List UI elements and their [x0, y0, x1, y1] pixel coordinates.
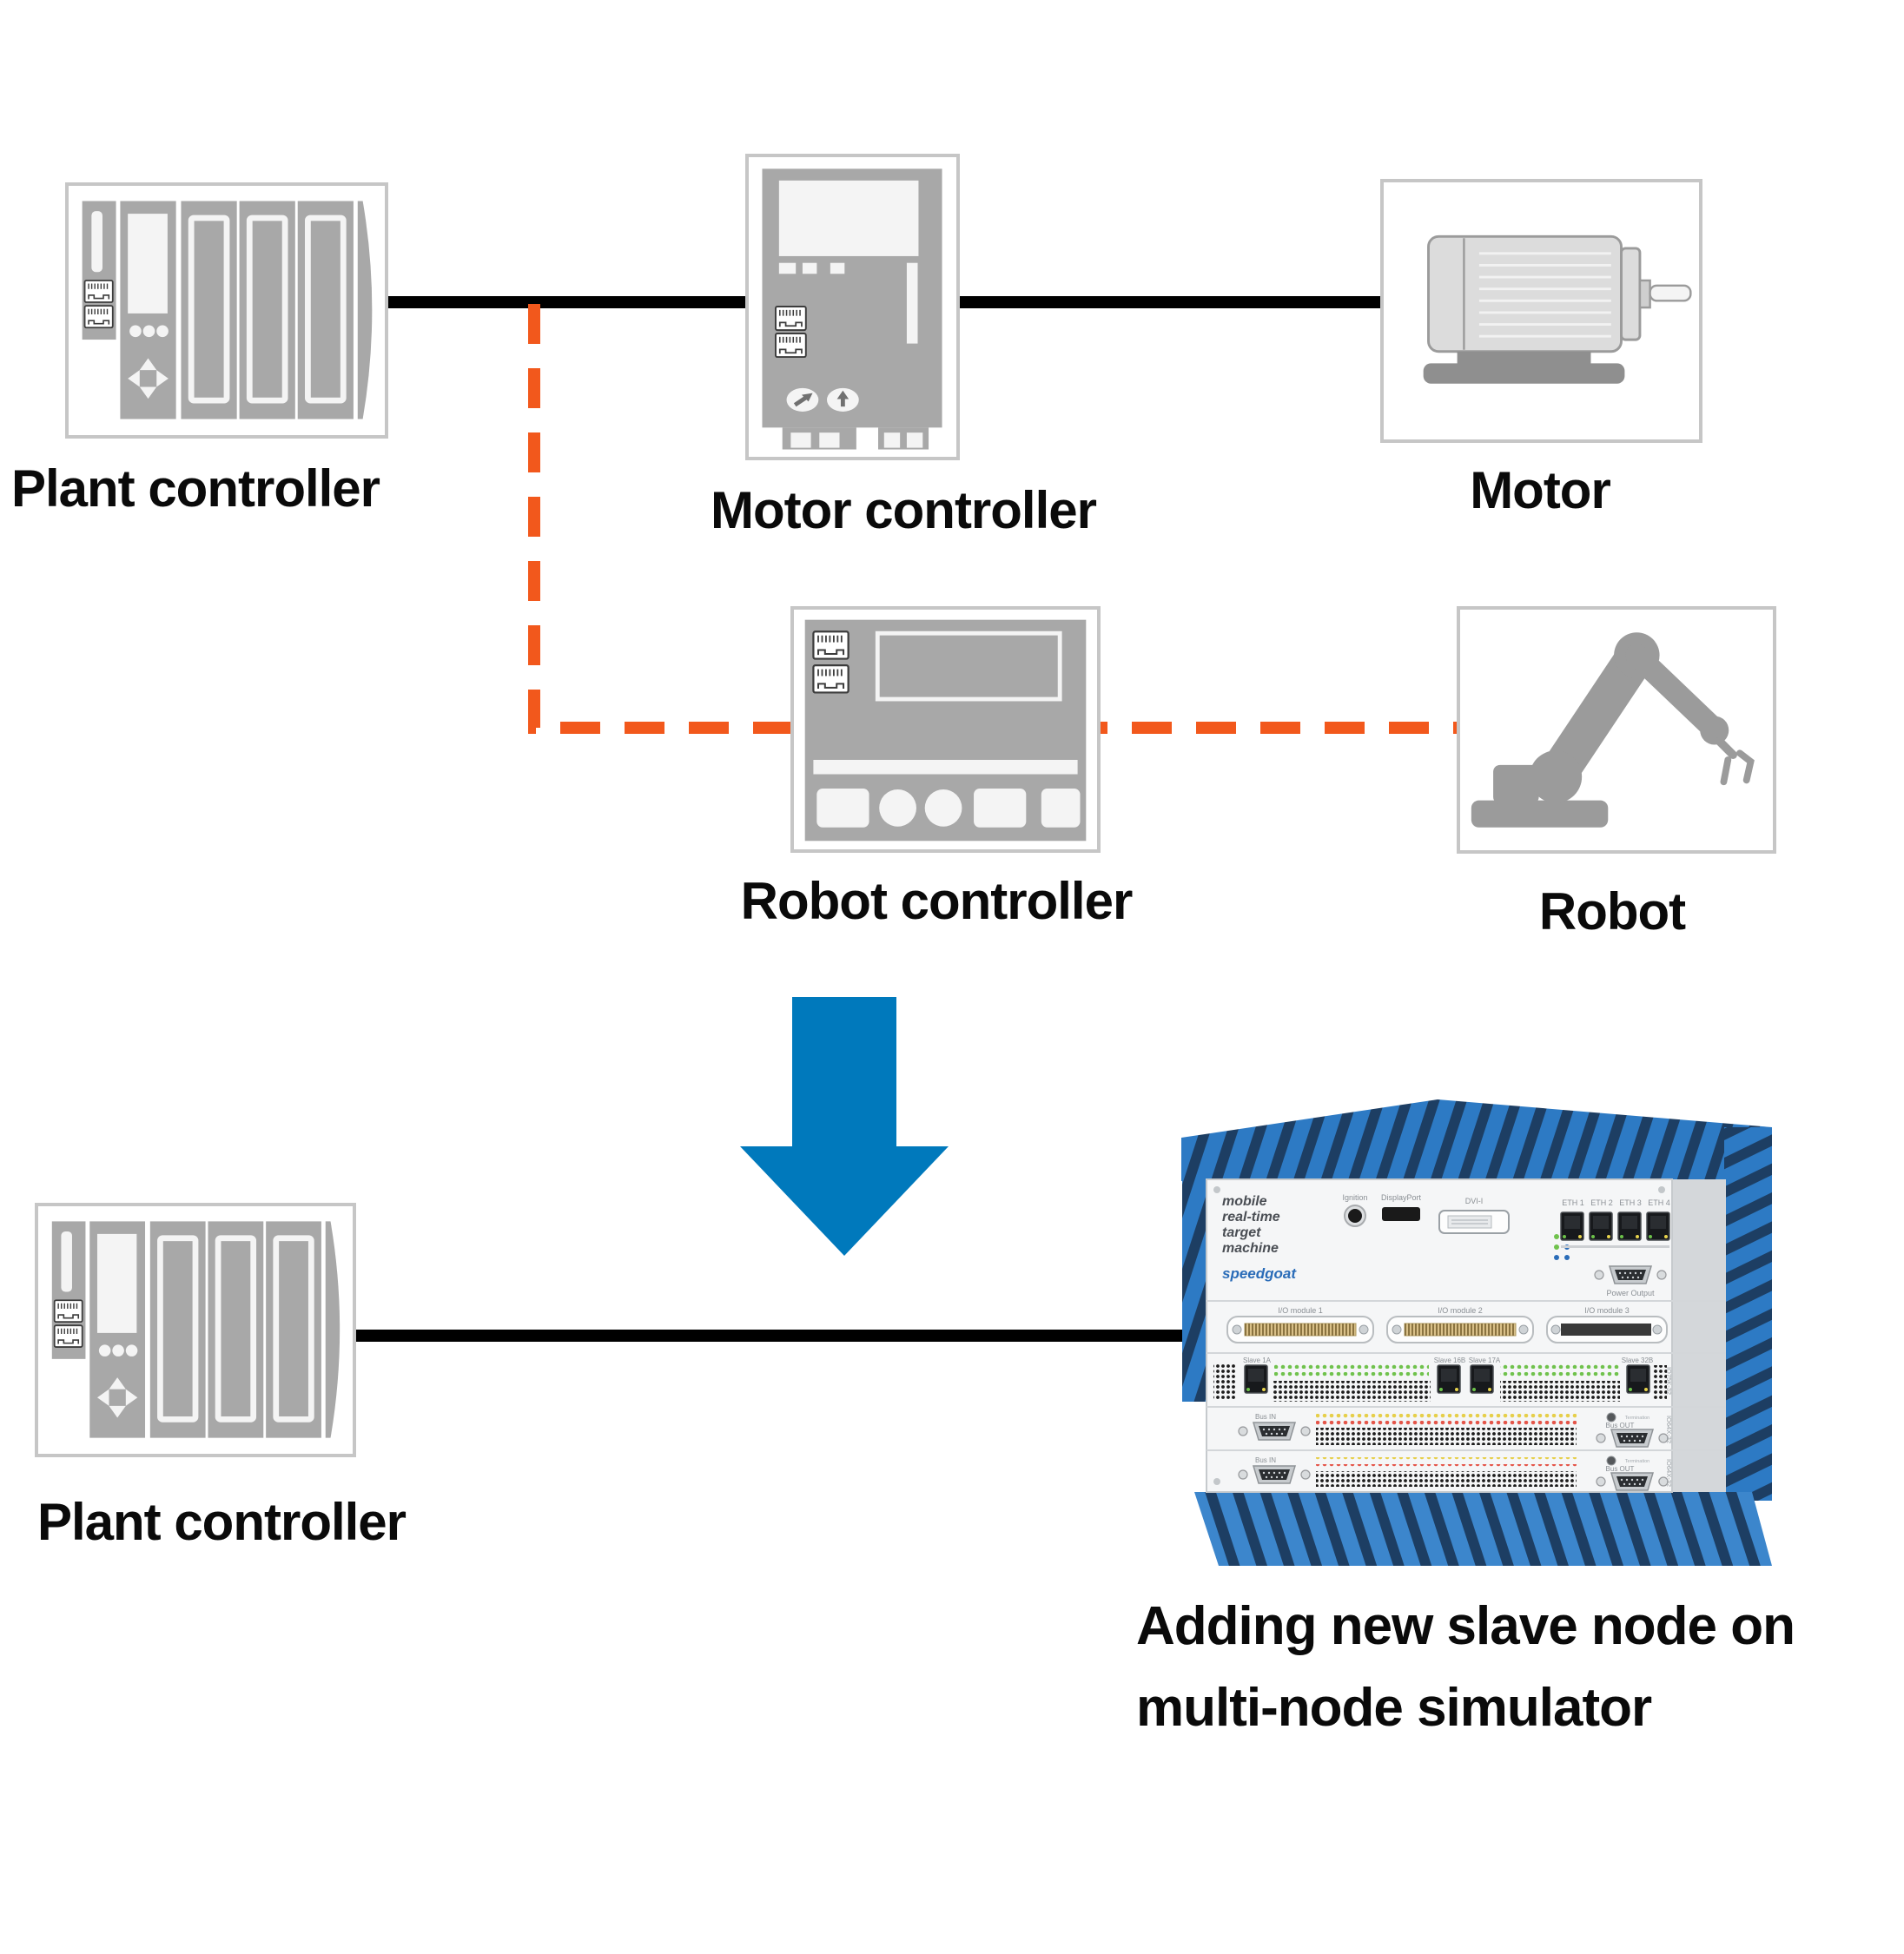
io-module1-label: I/O module 1 [1278, 1306, 1323, 1315]
branding-line1: mobile [1222, 1194, 1267, 1209]
eth4-label: ETH 4 [1648, 1198, 1670, 1207]
bus1-vent [1316, 1428, 1577, 1445]
plc-illustration [69, 186, 385, 435]
vent-right [1653, 1365, 1667, 1400]
vent-mid [1273, 1381, 1431, 1402]
displayport-label: DisplayPort [1381, 1193, 1422, 1202]
bus-panel-1: Bus IN Bus OUT Termination IO64X-32 [1238, 1412, 1673, 1448]
simulator-illustration: mobile real-time target machine speedgoa… [1181, 1099, 1772, 1566]
slave16b-label: Slave 16B [1434, 1357, 1465, 1364]
ignition-label: Ignition [1342, 1193, 1367, 1202]
bus-line-motorcontroller-to-motor [958, 296, 1382, 308]
slave32b-label: Slave 32B [1622, 1357, 1653, 1364]
motor-controller-label: Motor controller [711, 481, 1097, 539]
bus-panel-2: Bus IN Bus OUT Termination IO64X-32 [1238, 1456, 1673, 1491]
eth1-label: ETH 1 [1562, 1198, 1584, 1207]
heatsink-fins [1181, 1099, 1772, 1566]
io-module3-label: I/O module 3 [1584, 1306, 1630, 1315]
robot-controller-box [790, 606, 1101, 853]
eth4-port [1646, 1211, 1670, 1241]
eth3-port [1617, 1211, 1642, 1241]
bus2-out-label: Bus OUT [1606, 1465, 1635, 1473]
displayport-connector [1382, 1207, 1420, 1221]
plant-controller-bottom-label: Plant controller [36, 1493, 407, 1551]
down-arrow [740, 997, 949, 1256]
plant-controller-bottom-box [35, 1203, 356, 1457]
cpu-panel: mobile real-time target machine speedgoa… [1222, 1193, 1670, 1297]
plant-controller-top-box [65, 182, 388, 439]
plc-illustration-bottom [38, 1206, 353, 1454]
motor-label: Motor [1470, 461, 1611, 519]
robot-controller-illustration [794, 610, 1097, 849]
eth1-port [1560, 1211, 1584, 1241]
plant-controller-top-label: Plant controller [10, 459, 380, 518]
speedgoat-logo: speedgoat [1222, 1265, 1297, 1282]
slave17a-port [1470, 1364, 1494, 1394]
eth-fineprint [1561, 1245, 1669, 1248]
bus2-termination-label: Termination [1625, 1459, 1649, 1464]
bus1-module-code: IO64X-32 [1665, 1416, 1673, 1443]
slave1a-port [1244, 1364, 1268, 1394]
caption-line2: multi-node simulator [1136, 1678, 1652, 1738]
io-module-panel: I/O module 1 I/O module 2 I/O module 3 [1226, 1306, 1668, 1343]
eth2-label: ETH 2 [1590, 1198, 1613, 1207]
bus1-out-label: Bus OUT [1606, 1422, 1635, 1429]
branding-line4: machine [1222, 1241, 1279, 1256]
branding-line2: real-time [1222, 1210, 1280, 1225]
eth3-label: ETH 3 [1619, 1198, 1642, 1207]
robot-box [1457, 606, 1776, 854]
slave32b-port [1626, 1364, 1650, 1394]
slave1a-label: Slave 1A [1243, 1357, 1272, 1364]
motor-illustration [1422, 234, 1692, 386]
power-output-label: Power Output [1606, 1289, 1655, 1297]
motor-controller-illustration [749, 157, 956, 457]
motor-controller-box [745, 154, 960, 460]
caption-line1: Adding new slave node on [1136, 1596, 1795, 1656]
bus1-in-label: Bus IN [1255, 1413, 1276, 1421]
robot-label: Robot [1538, 882, 1686, 941]
bus-line-plant-to-motorcontroller [387, 296, 747, 308]
bus2-module-code: IO64X-32 [1665, 1459, 1673, 1487]
branding-line3: target [1222, 1225, 1261, 1240]
bus2-in-label: Bus IN [1255, 1456, 1276, 1464]
vent-left [1213, 1363, 1236, 1400]
bus2-termination-screw [1606, 1456, 1616, 1466]
bus1-termination-screw [1606, 1412, 1616, 1423]
slave-module-code: IO75K-32 [1665, 1367, 1673, 1395]
vent-mid2 [1500, 1381, 1620, 1402]
robot-controller-label: Robot controller [740, 872, 1134, 930]
dvi-label: DVI-I [1465, 1197, 1484, 1205]
eth2-port [1589, 1211, 1613, 1241]
robot-illustration [1460, 610, 1773, 850]
chassis-side-face [1672, 1179, 1726, 1492]
caption: Adding new slave node on multi-node simu… [1136, 1586, 1795, 1749]
dashed-link-plant-to-robotcontroller [528, 304, 790, 734]
slave16b-port [1437, 1364, 1461, 1394]
slave-panel: Slave 1A Slave 16B Slave 17A Slave 32B I… [1213, 1357, 1673, 1402]
bus1-termination-label: Termination [1625, 1416, 1649, 1421]
bus2-vent [1316, 1471, 1577, 1487]
motor-box [1380, 179, 1702, 443]
io-module2-label: I/O module 2 [1438, 1306, 1483, 1315]
slave17a-label: Slave 17A [1469, 1357, 1501, 1364]
bus-line-plant-to-simulator [354, 1330, 1193, 1342]
